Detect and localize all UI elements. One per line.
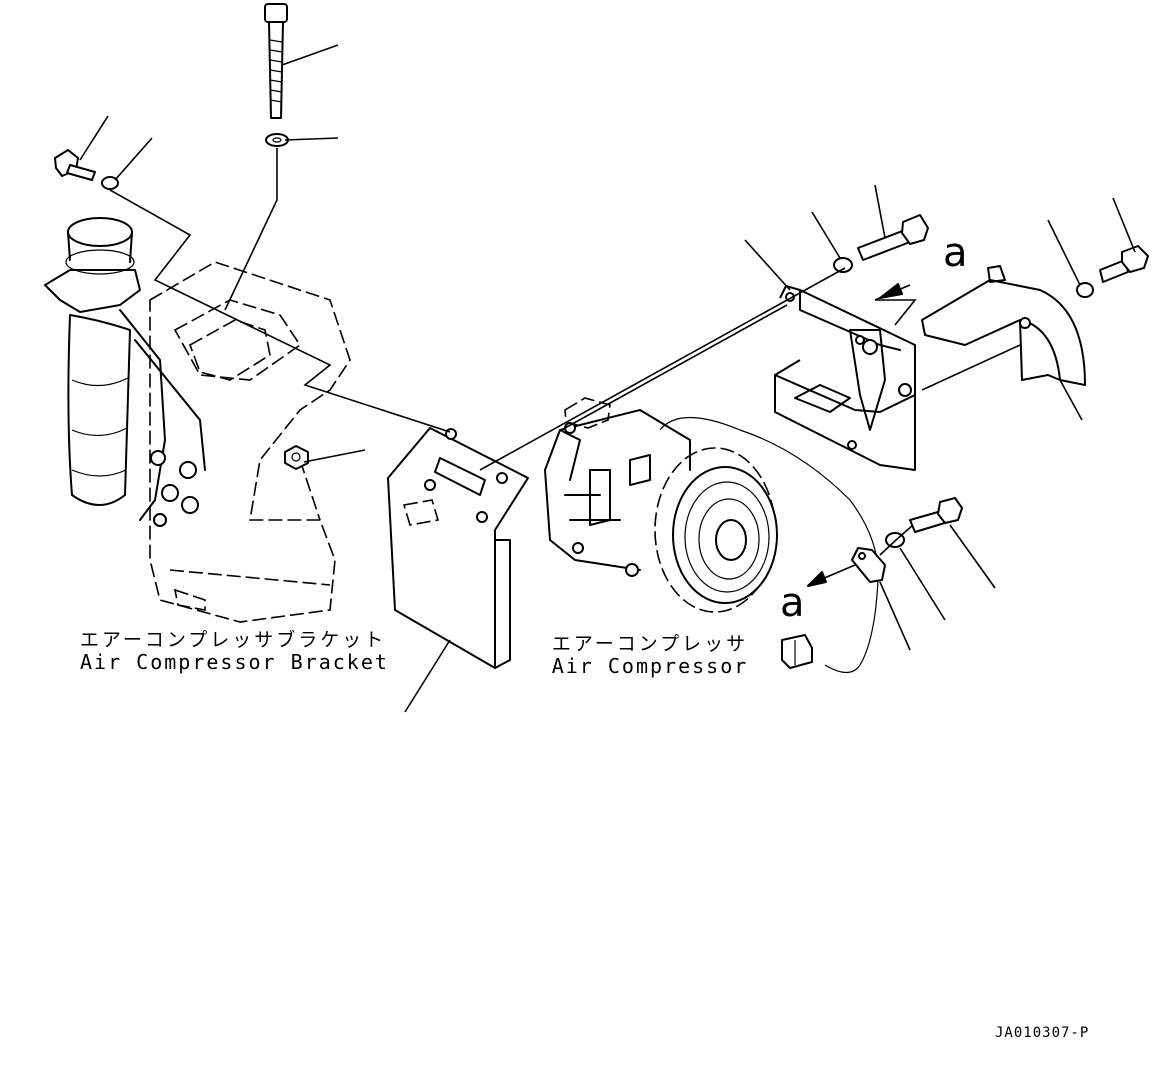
clamp-bolt: [909, 497, 963, 533]
view-arrow-upper: [874, 283, 911, 301]
long-bolt: [264, 3, 288, 119]
filler-tube: [44, 217, 206, 521]
small-washer-left: [101, 176, 119, 190]
middle-washer: [833, 257, 853, 273]
bracket-label-jp: エアーコンプレッサブラケット: [80, 629, 387, 651]
top-washer: [265, 133, 289, 147]
callout-leaders: [79, 44, 1136, 713]
view-arrow-lower: [807, 564, 856, 587]
wire-clamp: [851, 547, 886, 583]
bracket-phantom-outline: [149, 261, 351, 623]
air-compressor: [544, 397, 778, 613]
bracket-label-en: Air Compressor Bracket: [80, 649, 389, 674]
hex-nut: [284, 445, 309, 470]
view-letter-lower: a: [780, 580, 805, 626]
compressor-label-en: Air Compressor: [551, 653, 749, 678]
right-bolt: [1099, 245, 1149, 283]
cover-bracket: [774, 285, 916, 471]
compressor-label: エアーコンプレッサ Air Compressor: [550, 634, 750, 677]
guard-cover: [921, 265, 1086, 386]
right-washer: [1076, 282, 1094, 298]
bracket-label: エアーコンプレッサブラケット Air Compressor Bracket: [80, 629, 389, 674]
drawing-code: JA010307-P: [995, 1025, 1090, 1041]
assembly-lines: [109, 148, 1021, 556]
compressor-plate: [387, 427, 529, 669]
sensor-wire: [659, 416, 879, 674]
middle-bolt: [857, 214, 929, 261]
view-letter-upper: a: [943, 230, 968, 276]
bracket-mount-bolts: [150, 450, 199, 527]
small-bolt-left: [54, 149, 96, 181]
compressor-label-jp: エアーコンプレッサ: [551, 633, 749, 655]
